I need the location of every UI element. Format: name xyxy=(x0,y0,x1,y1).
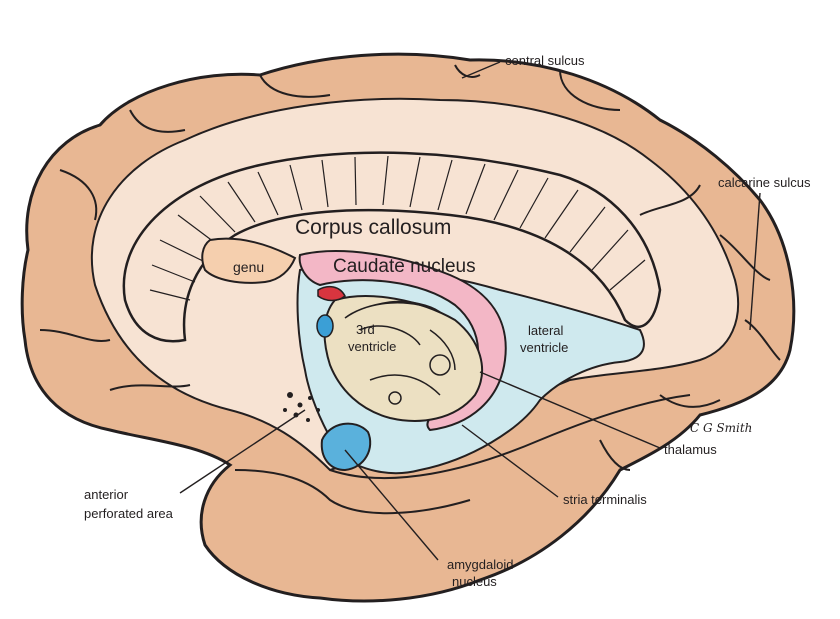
label-central-sulcus: central sulcus xyxy=(505,53,585,68)
label-caudate-nucleus: Caudate nucleus xyxy=(333,256,476,277)
red-structure-anterior xyxy=(317,285,346,302)
temporal-lobe-inner xyxy=(234,469,471,515)
label-calcarine-sulcus: calcarine sulcus xyxy=(718,175,811,190)
label-corpus-callosum: Corpus callosum xyxy=(295,216,451,239)
leader-lines xyxy=(179,61,761,561)
label-anterior-perforated-area-2: perforated area xyxy=(84,506,174,521)
artist-signature: C G Smith xyxy=(690,421,752,435)
interventricular-foramen xyxy=(316,314,334,338)
gyri-lines xyxy=(39,64,781,471)
label-third-ventricle-2: ventricle xyxy=(348,339,396,354)
amygdaloid-nucleus xyxy=(320,422,372,472)
label-third-ventricle-1: 3rd xyxy=(356,322,375,337)
label-thalamus: thalamus xyxy=(664,442,717,457)
label-amygdaloid-nucleus-1: amygdaloid xyxy=(447,557,514,572)
label-stria-terminalis: stria terminalis xyxy=(563,492,647,507)
label-amygdaloid-nucleus-2: nucleus xyxy=(452,574,497,589)
label-anterior-perforated-area-1: anterior xyxy=(84,487,129,502)
label-lateral-ventricle-1: lateral xyxy=(528,323,564,338)
label-genu: genu xyxy=(233,259,264,275)
choroid-fringe xyxy=(344,300,441,319)
temporal-lobe-band xyxy=(329,394,691,480)
genu-region xyxy=(201,237,297,284)
thalamus-detail xyxy=(359,325,456,405)
anterior-perforated-area xyxy=(283,392,320,422)
callosal-fibers xyxy=(149,155,646,301)
label-lateral-ventricle-2: ventricle xyxy=(520,340,568,355)
